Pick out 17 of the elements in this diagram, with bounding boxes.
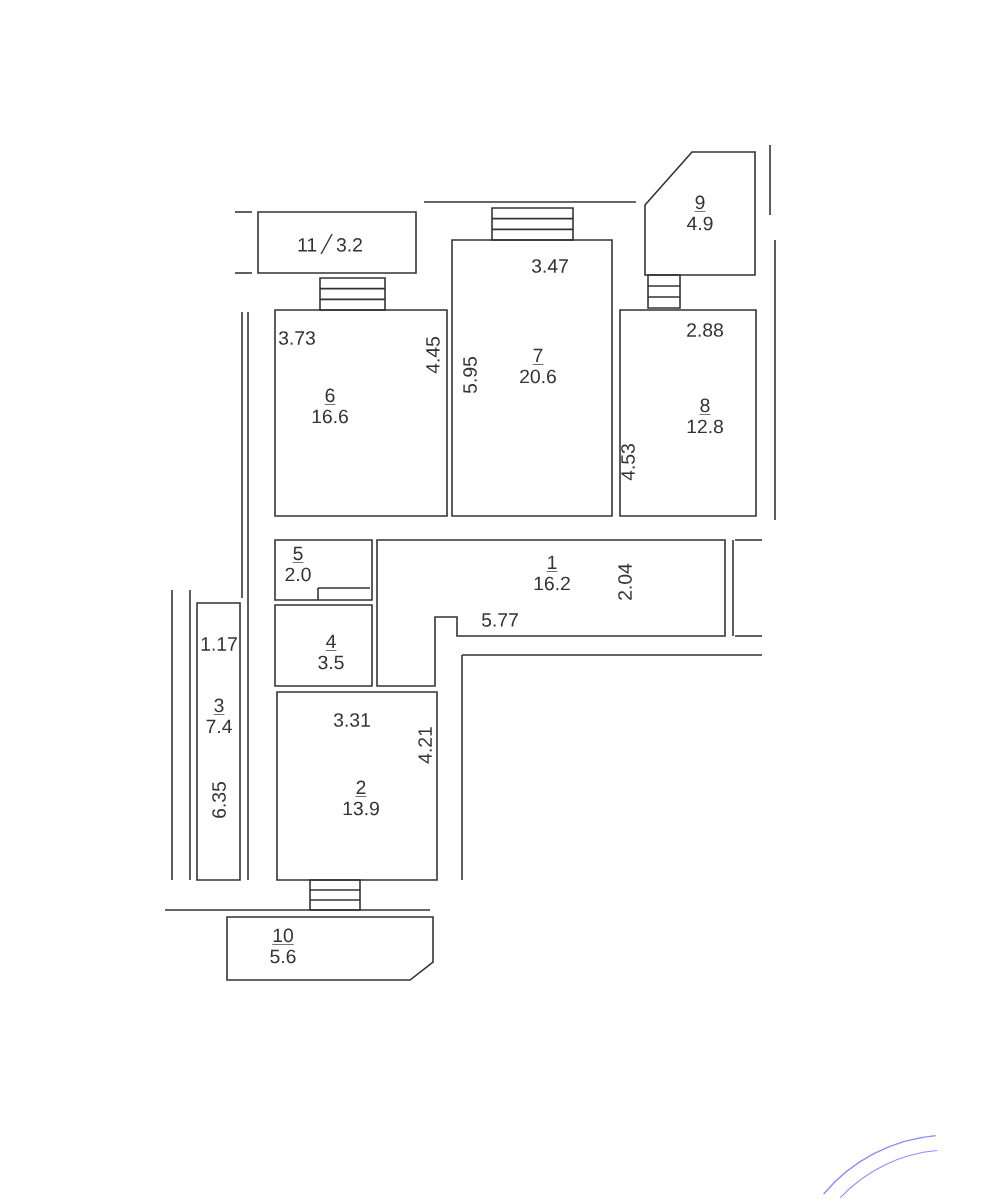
dimension-label: 3.47 — [531, 259, 568, 273]
dimension-label: 5.95 — [463, 357, 477, 394]
dimension-label: 4.53 — [621, 444, 635, 481]
dimension-label: 2.04 — [618, 563, 632, 600]
dimension-label: 3.73 — [278, 331, 315, 345]
dimension-label: 4.45 — [426, 337, 440, 374]
dimension-label: 3.31 — [333, 713, 370, 727]
dimension-label: 5.77 — [481, 613, 518, 627]
room: 11 3.2 — [257, 211, 417, 274]
room: 10 5.6 — [226, 916, 434, 981]
dimension-label: 1.17 — [201, 637, 237, 651]
room: 4 3.5 — [274, 604, 373, 687]
dimension-label: 6.35 — [212, 782, 226, 818]
dimension-label: 4.21 — [418, 727, 432, 764]
room: 9 4.9 — [644, 151, 756, 276]
room: 5 2.0 — [274, 539, 373, 601]
dimension-label: 2.88 — [687, 323, 723, 337]
